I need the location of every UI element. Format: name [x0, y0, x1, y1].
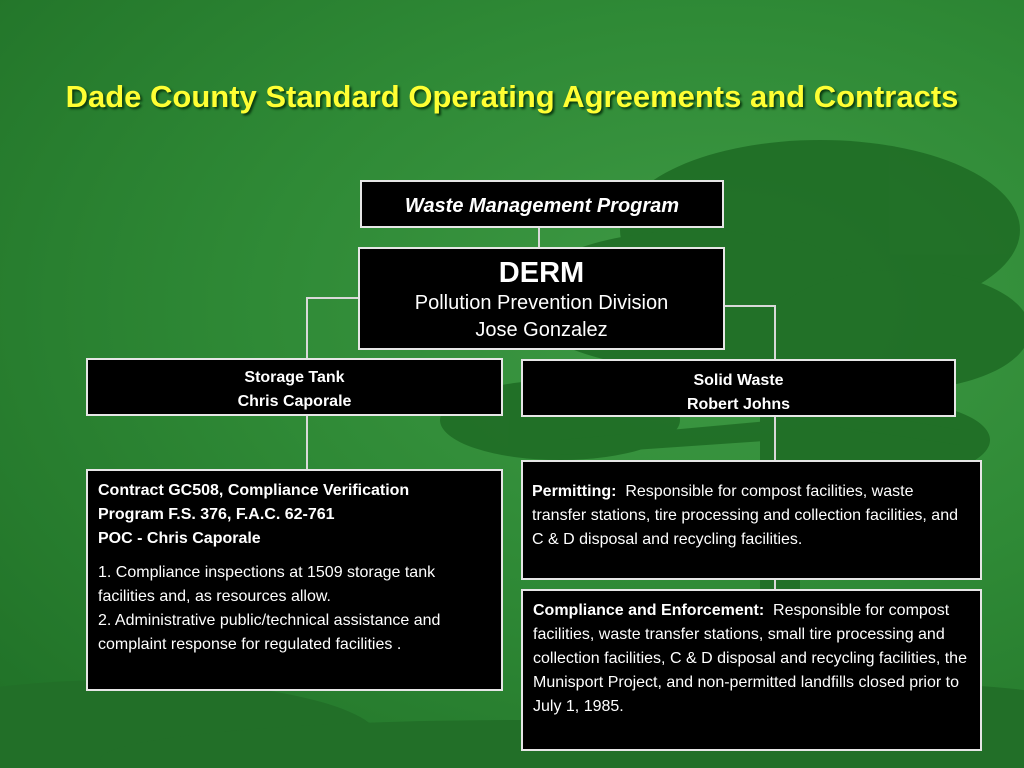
connector-program-derm [538, 228, 540, 247]
connector-solidwaste-permitting [774, 417, 776, 460]
compliance-label: Compliance and Enforcement: [533, 602, 765, 619]
contract-gc508-box: Contract GC508, Compliance Verification … [86, 469, 503, 691]
derm-person: Jose Gonzalez [475, 319, 608, 341]
connector-derm-left-horizontal [306, 297, 358, 299]
contract-header-line1: Contract GC508, Compliance Verification [98, 482, 410, 499]
page-title: Dade County Standard Operating Agreement… [65, 79, 959, 114]
permitting-label: Permitting: [532, 483, 617, 500]
solid-waste-name: Solid Waste [693, 372, 784, 389]
contract-item-2: 2. Administrative public/technical assis… [98, 612, 441, 653]
connector-derm-right-vertical [774, 305, 776, 359]
compliance-enforcement-box: Compliance and Enforcement: Responsible … [521, 589, 982, 751]
storage-tank-box: Storage Tank Chris Caporale [86, 358, 503, 416]
compliance-text: Responsible for compost facilities, wast… [533, 602, 967, 715]
connector-derm-left-vertical [306, 297, 308, 358]
contract-header-line2: Program F.S. 376, F.A.C. 62-761 [98, 506, 335, 523]
contract-item-1: 1. Compliance inspections at 1509 storag… [98, 564, 436, 605]
connector-permitting-compliance [774, 580, 776, 589]
derm-box: DERM Pollution Prevention Division Jose … [358, 247, 725, 350]
connector-storage-contract [306, 416, 308, 469]
solid-waste-box: Solid Waste Robert Johns [521, 359, 956, 417]
solid-waste-person: Robert Johns [686, 396, 791, 413]
connector-derm-right-horizontal [725, 305, 775, 307]
storage-tank-person: Chris Caporale [237, 393, 352, 410]
program-label: Waste Management Program [404, 195, 680, 217]
permitting-text: Responsible for compost facilities, wast… [532, 483, 958, 548]
permitting-box: Permitting: Responsible for compost faci… [521, 460, 982, 580]
derm-division: Pollution Prevention Division [414, 292, 669, 314]
contract-header-line3: POC - Chris Caporale [98, 530, 261, 547]
derm-name: DERM [498, 257, 585, 289]
waste-management-program-box: Waste Management Program [360, 180, 724, 228]
storage-tank-name: Storage Tank [244, 369, 345, 386]
